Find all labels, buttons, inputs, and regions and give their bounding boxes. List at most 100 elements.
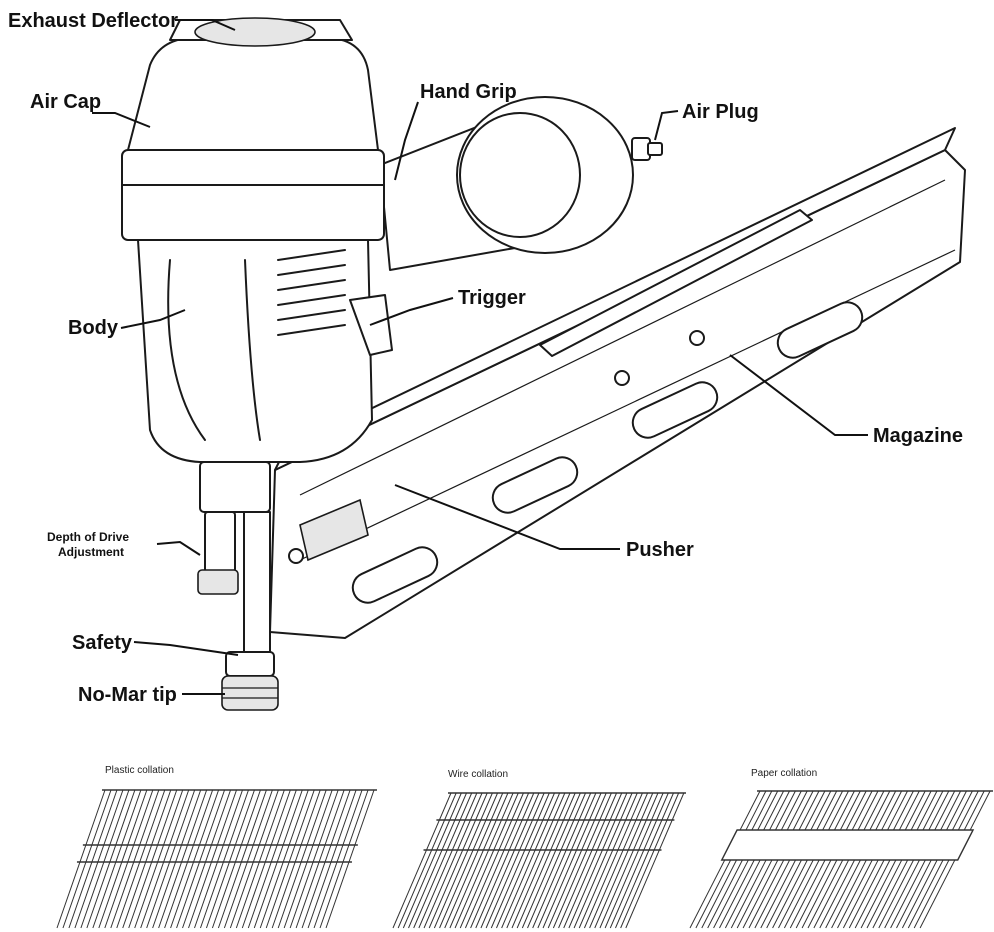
label-air-plug: Air Plug xyxy=(682,101,759,123)
nail xyxy=(583,792,643,929)
nail xyxy=(92,789,142,929)
pusher xyxy=(299,209,813,562)
label-exhaust-deflector: Exhaust Deflector xyxy=(8,10,178,32)
nail xyxy=(578,792,638,929)
nail xyxy=(68,789,118,929)
nail xyxy=(307,789,357,929)
nail xyxy=(506,792,566,929)
label-trigger: Trigger xyxy=(458,287,526,309)
label-safety: Safety xyxy=(72,632,133,654)
nail xyxy=(110,789,160,929)
nail xyxy=(104,789,154,929)
nail xyxy=(408,792,467,929)
nail xyxy=(283,789,333,929)
nail xyxy=(229,789,279,929)
nail xyxy=(485,792,545,929)
nail xyxy=(589,792,649,929)
label-air-cap: Air Cap xyxy=(30,91,101,113)
nail xyxy=(449,792,509,929)
nail xyxy=(428,792,488,929)
nail xyxy=(511,792,571,929)
label-hand-grip: Hand Grip xyxy=(420,81,517,103)
nail xyxy=(116,789,166,929)
nail xyxy=(423,792,483,929)
nail xyxy=(558,792,618,929)
nail xyxy=(259,789,309,929)
collation-label-paper: Paper collation xyxy=(751,768,817,779)
nail xyxy=(194,789,243,929)
nail xyxy=(459,792,519,929)
nail xyxy=(496,792,555,929)
nail xyxy=(547,792,607,929)
nail xyxy=(325,789,375,929)
nail xyxy=(542,792,602,929)
nail xyxy=(433,792,493,929)
tool-body xyxy=(121,17,393,711)
nail-strip-paper xyxy=(689,790,993,929)
nail xyxy=(265,789,315,929)
label-depth-of-drive: Depth of Drive xyxy=(47,530,129,544)
nail xyxy=(98,789,148,929)
nail xyxy=(615,792,674,929)
collation-paper: Paper collation xyxy=(689,768,993,929)
nail xyxy=(319,789,369,929)
nail xyxy=(439,792,499,929)
magazine xyxy=(269,127,966,639)
nail xyxy=(454,792,514,929)
nail xyxy=(188,789,237,929)
collation-band xyxy=(720,829,975,861)
nail xyxy=(552,792,612,929)
nail xyxy=(301,789,351,929)
nail-strip-plastic xyxy=(56,789,377,929)
nail xyxy=(295,789,345,929)
nail xyxy=(253,789,303,929)
nail xyxy=(418,792,478,929)
nail xyxy=(625,792,685,929)
nail xyxy=(176,789,226,929)
label-pusher: Pusher xyxy=(626,539,694,561)
nail xyxy=(501,792,561,929)
nail-strip-wire xyxy=(392,792,686,929)
nail xyxy=(128,789,178,929)
nail xyxy=(170,789,220,929)
nail xyxy=(56,789,106,929)
nail xyxy=(241,789,291,929)
nail xyxy=(392,792,452,929)
leader-lines xyxy=(92,19,868,695)
nail xyxy=(594,792,654,929)
nail xyxy=(397,792,457,929)
label-magazine: Magazine xyxy=(873,425,963,447)
nail xyxy=(74,789,124,929)
nail xyxy=(470,792,530,929)
nail xyxy=(521,792,581,929)
nail xyxy=(532,792,592,929)
collation-wire: Wire collation xyxy=(392,769,686,929)
nail xyxy=(464,792,524,929)
nail xyxy=(620,792,680,929)
nail xyxy=(609,792,669,929)
nail xyxy=(217,789,267,929)
nail xyxy=(235,789,285,929)
collation-label-plastic: Plastic collation xyxy=(105,765,174,776)
nail xyxy=(444,792,504,929)
nail xyxy=(146,789,196,929)
nail xyxy=(527,792,586,929)
nail xyxy=(86,789,136,929)
nail xyxy=(200,789,249,929)
nail xyxy=(223,789,273,929)
hand-grip xyxy=(379,96,663,271)
nail xyxy=(516,792,576,929)
label-body: Body xyxy=(68,317,119,339)
nail xyxy=(313,789,363,929)
nail xyxy=(490,792,550,929)
label-no-mar-tip: No-Mar tip xyxy=(78,684,177,706)
nail xyxy=(152,789,202,929)
nail xyxy=(277,789,327,929)
collation-label-wire: Wire collation xyxy=(448,769,508,780)
label-adjustment: Adjustment xyxy=(58,545,124,559)
nail xyxy=(480,792,540,929)
nail xyxy=(599,792,659,929)
nail xyxy=(140,789,190,929)
nail xyxy=(475,792,535,929)
